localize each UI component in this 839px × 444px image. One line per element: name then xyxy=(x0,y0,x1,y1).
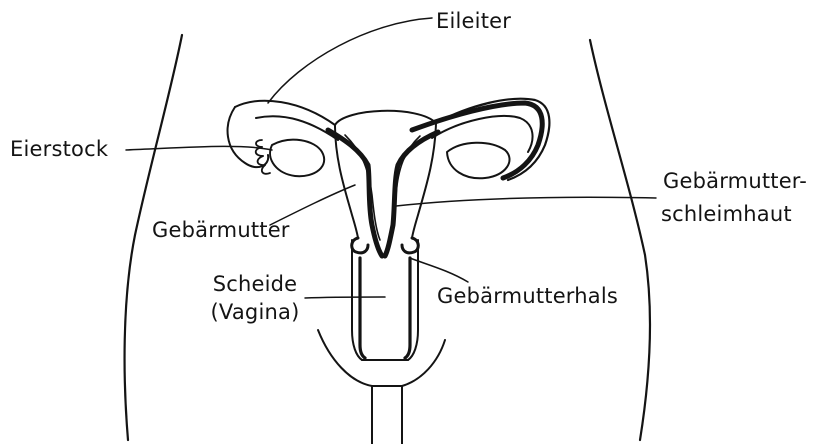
label-eierstock: Eierstock xyxy=(10,139,108,160)
label-eileiter: Eileiter xyxy=(436,11,511,32)
left-tube-upper xyxy=(235,101,335,125)
crotch-curve xyxy=(318,330,445,386)
label-scheide-line1: Scheide xyxy=(200,274,310,295)
leader-schleimhaut xyxy=(396,197,656,206)
right-tube-lower xyxy=(432,116,533,152)
label-schleimhaut-line1: Gebärmutter- xyxy=(663,171,807,192)
left-fimbria-3 xyxy=(258,156,265,165)
label-gebaermutter: Gebärmutter xyxy=(152,220,290,241)
vagina-right-inner xyxy=(405,258,410,358)
left-ovary xyxy=(270,140,324,177)
left-fimbria-1 xyxy=(256,140,262,147)
leader-scheide xyxy=(305,297,385,298)
right-ovary xyxy=(447,143,510,179)
body-outline-right xyxy=(590,40,650,440)
label-scheide-line2: (Vagina) xyxy=(195,302,315,323)
cervix-right xyxy=(402,238,418,253)
leader-eierstock xyxy=(126,146,272,150)
uterus-fundus xyxy=(335,111,436,125)
left-fimbria-4 xyxy=(262,165,270,174)
vagina-left-inner xyxy=(360,258,365,358)
label-schleimhaut-line2: schleimhaut xyxy=(661,204,792,225)
cervix-left xyxy=(352,238,368,253)
label-gebaermutterhals: Gebärmutterhals xyxy=(437,286,618,307)
leader-eileiter xyxy=(268,18,432,103)
